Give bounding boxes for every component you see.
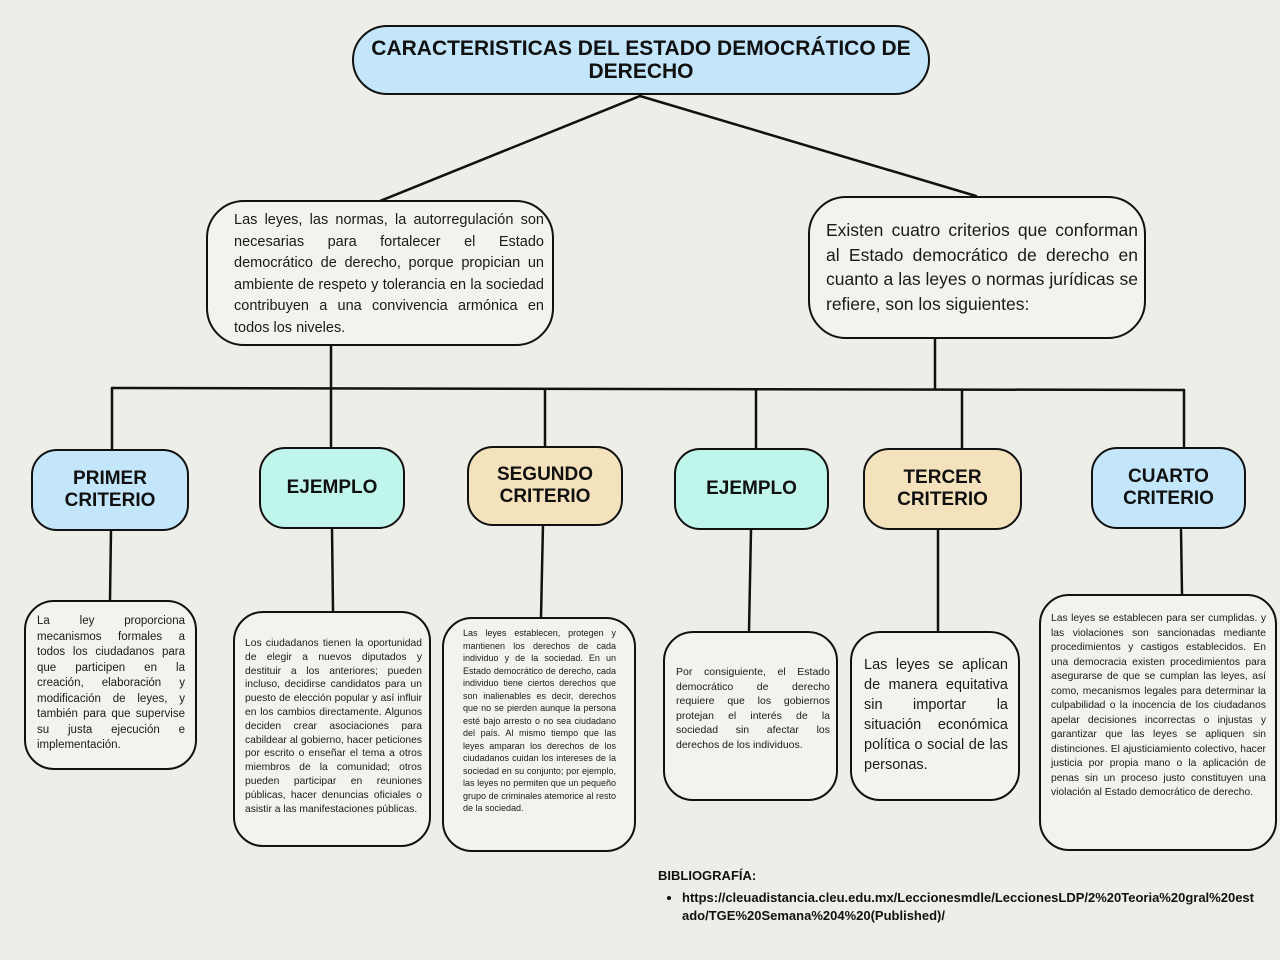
intro-left-box: Las leyes, las normas, la autorregulació…: [206, 200, 554, 346]
bibliography: BIBLIOGRAFÍA: https://cleuadistancia.cle…: [658, 868, 1258, 925]
connector-node-detail-4: [747, 528, 753, 633]
detail-tercer-criterio: Las leyes se aplican de manera equitativ…: [850, 631, 1020, 801]
connector-node-detail-1: [108, 528, 113, 602]
connector-node-detail-3: [539, 522, 545, 619]
bibliography-item: https://cleuadistancia.cleu.edu.mx/Lecci…: [682, 889, 1258, 925]
detail-ejemplo-2: Por consiguiente, el Estado democrático …: [663, 631, 838, 801]
diagram-title: CARACTERISTICAS DEL ESTADO DEMOCRÁTICO D…: [352, 25, 930, 95]
node-ejemplo-2: EJEMPLO: [674, 448, 829, 530]
connector-node-detail-2: [330, 526, 335, 613]
connector-title-right: [638, 94, 978, 198]
node-cuarto-criterio: CUARTO CRITERIO: [1091, 447, 1246, 529]
node-segundo-criterio: SEGUNDO CRITERIO: [467, 446, 623, 526]
node-ejemplo-1: EJEMPLO: [259, 447, 405, 529]
intro-right-box: Existen cuatro criterios que conforman a…: [808, 196, 1146, 339]
connector-title-left: [378, 94, 642, 203]
detail-primer-criterio: La ley proporciona mecanismos formales a…: [24, 600, 197, 770]
connector-node-detail-6: [1179, 528, 1184, 596]
bibliography-heading: BIBLIOGRAFÍA:: [658, 868, 757, 883]
node-tercer-criterio: TERCER CRITERIO: [863, 448, 1022, 530]
horizontal-bus: [110, 386, 1186, 392]
node-primer-criterio: PRIMER CRITERIO: [31, 449, 189, 531]
detail-cuarto-criterio: Las leyes se establecen para ser cumplid…: [1039, 594, 1277, 851]
detail-ejemplo-1: Los ciudadanos tienen la oportunidad de …: [233, 611, 431, 847]
detail-segundo-criterio: Las leyes establecen, protegen y mantien…: [442, 617, 636, 852]
bibliography-list: https://cleuadistancia.cleu.edu.mx/Lecci…: [658, 889, 1258, 925]
